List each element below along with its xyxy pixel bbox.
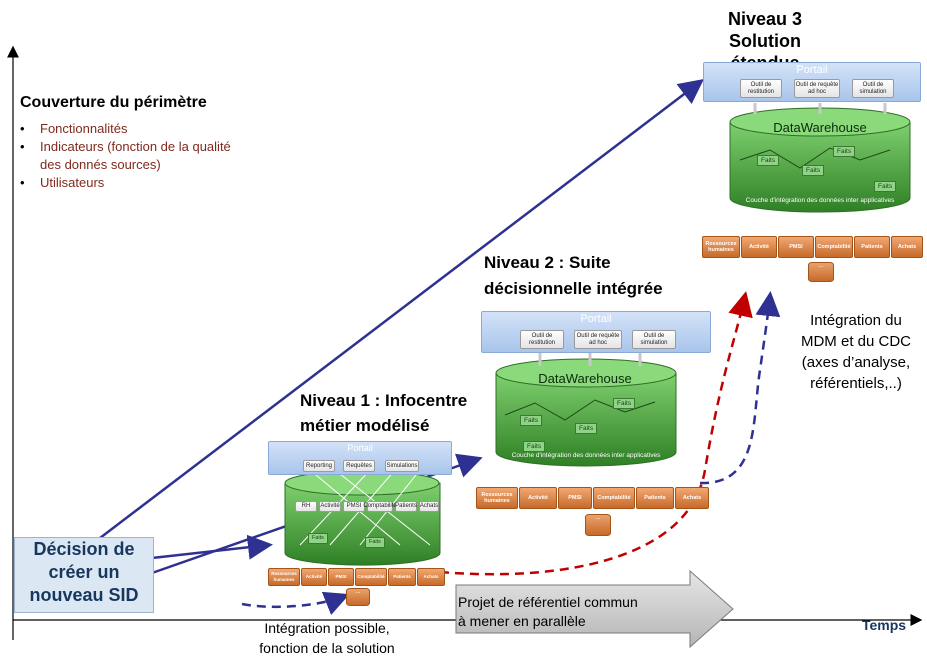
level1-box: RH bbox=[295, 501, 317, 512]
coverage-item: Utilisateurs bbox=[20, 174, 250, 192]
dashed-blue-level1 bbox=[241, 591, 350, 616]
level1-source: Comptabilité bbox=[355, 568, 387, 586]
level1-portal: Portail Reporting Requêtes Simulations bbox=[268, 441, 452, 475]
arrow-to-level3 bbox=[99, 78, 704, 539]
coverage-item: Fonctionnalités bbox=[20, 120, 250, 138]
level3-fait: Faits bbox=[874, 181, 897, 192]
level1-box: PMSI bbox=[343, 501, 365, 512]
level2-tool: Outil de restitution bbox=[520, 330, 564, 349]
level1-source: Ressources humaines bbox=[268, 568, 300, 586]
level3-tool: Outil de restitution bbox=[740, 79, 782, 98]
level2-portal: Portail Outil de restitution Outil de re… bbox=[481, 311, 711, 353]
level1-tool: Requêtes bbox=[343, 460, 375, 472]
level1-tool: Reporting bbox=[303, 460, 335, 472]
level1-fait: Faits bbox=[308, 533, 328, 544]
level3-fait: Faits bbox=[802, 165, 825, 176]
level3-cylinder: ... bbox=[808, 262, 834, 282]
level1-fait: Faits bbox=[365, 537, 385, 548]
coverage-item: Indicateurs (fonction de la qualité des … bbox=[20, 138, 250, 174]
level1-portal-label: Portail bbox=[347, 443, 373, 453]
mdm-note-line3: (axes d’analyse, bbox=[801, 354, 911, 371]
level3-source: Ressources humaines bbox=[702, 236, 740, 258]
integration-note: Intégration possible, fonction de la sol… bbox=[232, 618, 422, 658]
level3-tool: Outil de requête ad hoc bbox=[794, 79, 840, 98]
level3-tool: Outil de simulation bbox=[852, 79, 894, 98]
coverage-list: Fonctionnalités Indicateurs (fonction de… bbox=[20, 120, 250, 192]
level3-portal: Portail Outil de restitution Outil de re… bbox=[703, 62, 921, 102]
level2-title-line2: décisionnelle intégrée bbox=[484, 279, 663, 298]
arrow-to-level1 bbox=[151, 534, 273, 560]
level2-fait: Faits bbox=[613, 398, 636, 409]
level1-title: Niveau 1 : Infocentre métier modélisé bbox=[300, 388, 500, 438]
decision-box: Décision de créer un nouveau SID bbox=[14, 537, 154, 613]
project-line1: Projet de référentiel commun bbox=[458, 594, 638, 610]
level2-tool: Outil de requête ad hoc bbox=[574, 330, 622, 349]
project-arrow-shape bbox=[455, 569, 734, 649]
level2-cylinder: ... bbox=[585, 514, 611, 536]
level3-source: Activité bbox=[741, 236, 777, 258]
level2-tool: Outil de simulation bbox=[632, 330, 676, 349]
level2-dw-label: DataWarehouse bbox=[538, 371, 632, 386]
level1-box: Patients bbox=[395, 501, 417, 512]
level3-fait: Faits bbox=[757, 155, 780, 166]
mdm-note-line4: référentiels,..) bbox=[810, 375, 902, 392]
level3-source: Patients bbox=[854, 236, 890, 258]
decision-line3: nouveau SID bbox=[29, 585, 139, 605]
level3-title-line1: Niveau 3 bbox=[727, 9, 803, 29]
level2-portal-label: Portail bbox=[580, 313, 612, 325]
level1-tool: Simulations bbox=[385, 460, 419, 472]
level1-title-line1: Niveau 1 : Infocentre bbox=[300, 391, 468, 410]
level2-source: PMSI bbox=[558, 487, 592, 509]
mdm-note: Intégration du MDM et du CDC (axes d’ana… bbox=[786, 310, 926, 394]
level1-box: Comptabilité bbox=[363, 501, 397, 512]
level1-box: Activité bbox=[319, 501, 341, 512]
level2-source: Ressources humaines bbox=[476, 487, 518, 509]
level2-title-line1: Niveau 2 : Suite bbox=[484, 253, 611, 272]
level3-source: Comptabilité bbox=[815, 236, 853, 258]
level3-source: PMSI bbox=[778, 236, 814, 258]
level2-source: Achats bbox=[675, 487, 709, 509]
mdm-note-line1: Intégration du bbox=[810, 312, 902, 329]
level2-source: Comptabilité bbox=[593, 487, 635, 509]
level1-source: Activité bbox=[301, 568, 327, 586]
level3-fait: Faits bbox=[833, 146, 856, 157]
level2-fait: Faits bbox=[523, 441, 546, 452]
level2-layer-label: Couche d'intégration des données inter a… bbox=[511, 452, 661, 459]
decision-line1: Décision de bbox=[33, 539, 135, 559]
level3-layer-label: Couche d'intégration des données inter a… bbox=[745, 197, 895, 204]
project-arrow-label: Projet de référentiel commun à mener en … bbox=[458, 593, 718, 631]
integration-note-line2: fonction de la solution bbox=[259, 640, 395, 656]
level3-dw-label: DataWarehouse bbox=[773, 120, 867, 135]
level1-source: Patients bbox=[388, 568, 416, 586]
x-axis-label: Temps bbox=[862, 617, 907, 633]
level2-title: Niveau 2 : Suite décisionnelle intégrée bbox=[484, 250, 724, 302]
level2-source: Patients bbox=[636, 487, 674, 509]
level2-source: Activité bbox=[519, 487, 557, 509]
coverage-title: Couverture du périmètre bbox=[20, 94, 207, 111]
level2-fait: Faits bbox=[575, 423, 598, 434]
level1-title-line2: métier modélisé bbox=[300, 416, 430, 435]
level1-source: PMSI bbox=[328, 568, 354, 586]
level1-cylinder: ... bbox=[346, 588, 370, 606]
level1-source: Achats bbox=[417, 568, 445, 586]
level3-source: Achats bbox=[891, 236, 923, 258]
level1-box: Achats bbox=[419, 501, 439, 512]
dashed-blue-curve bbox=[699, 291, 781, 485]
mdm-note-line2: MDM et du CDC bbox=[800, 333, 912, 350]
level3-portal-label: Portail bbox=[796, 64, 828, 76]
project-line2: à mener en parallèle bbox=[458, 613, 586, 629]
level1-datawarehouse-shape bbox=[284, 469, 441, 566]
decision-line2: créer un bbox=[48, 562, 120, 582]
level2-fait: Faits bbox=[520, 415, 543, 426]
integration-note-line1: Intégration possible, bbox=[264, 620, 390, 636]
